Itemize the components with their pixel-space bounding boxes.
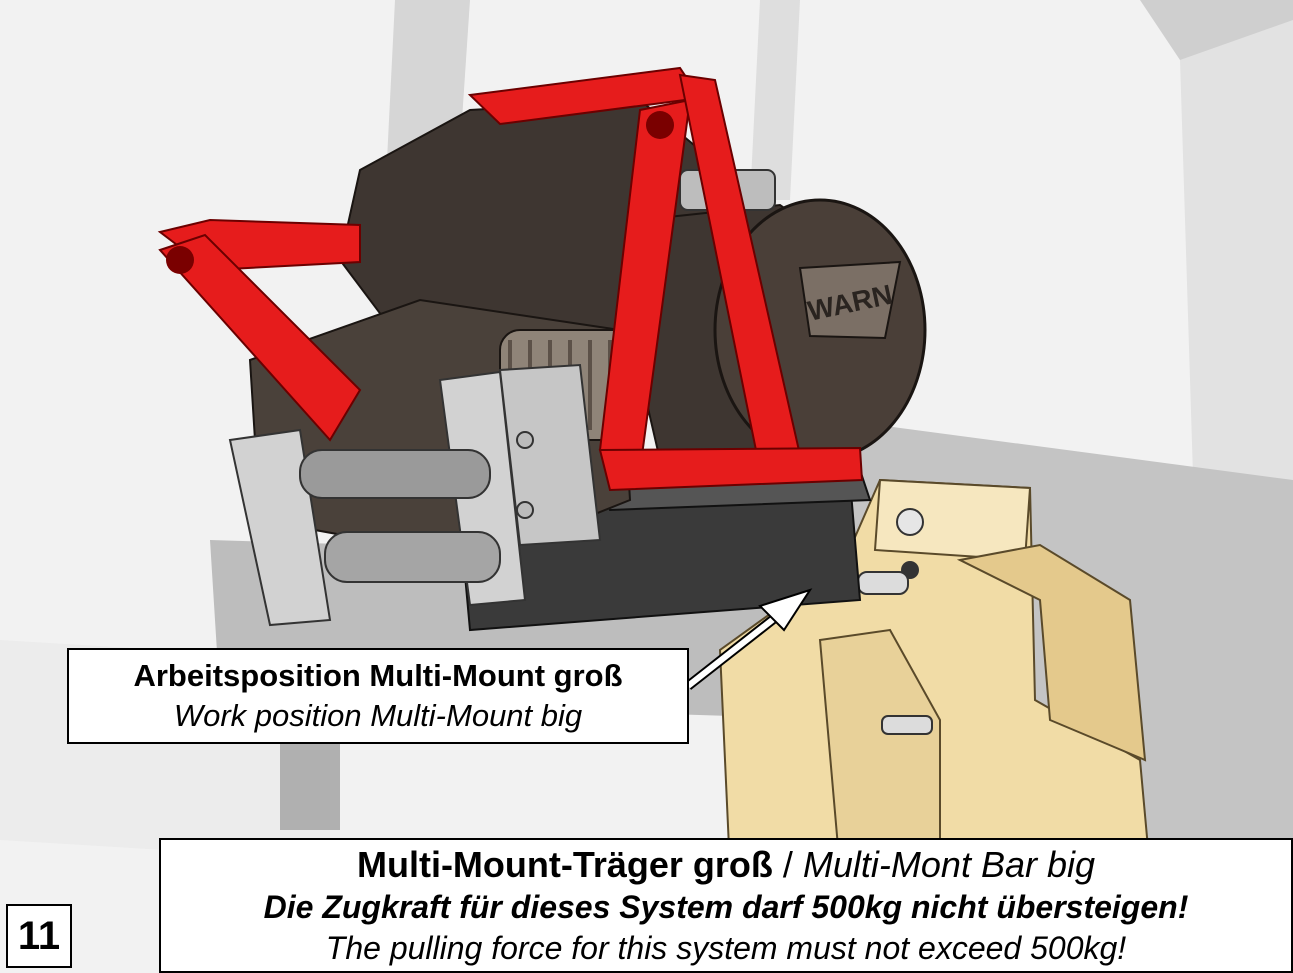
- caption-title: Multi-Mount-Träger groß / Multi-Mont Bar…: [161, 844, 1291, 886]
- warning-en: The pulling force for this system must n…: [325, 930, 1127, 966]
- caption-separator: /: [772, 844, 803, 885]
- step-number-badge: 11: [6, 904, 72, 968]
- roller-fairlead: [228, 363, 602, 627]
- caption-title-de: Multi-Mount-Träger groß: [356, 844, 773, 885]
- red-frame: [157, 66, 864, 492]
- caption-title-en: Multi-Mont Bar big: [802, 844, 1096, 885]
- work-position-callout: Arbeitsposition Multi-Mount groß Work po…: [67, 648, 689, 744]
- work-position-label-en: Work position Multi-Mount big: [173, 698, 583, 733]
- caption-box: Multi-Mount-Träger groß / Multi-Mont Bar…: [159, 838, 1293, 973]
- work-position-label-de: Arbeitsposition Multi-Mount groß: [133, 658, 623, 693]
- callout-arrow: [684, 588, 813, 690]
- warning-de: Die Zugkraft für dieses System darf 500k…: [263, 889, 1189, 925]
